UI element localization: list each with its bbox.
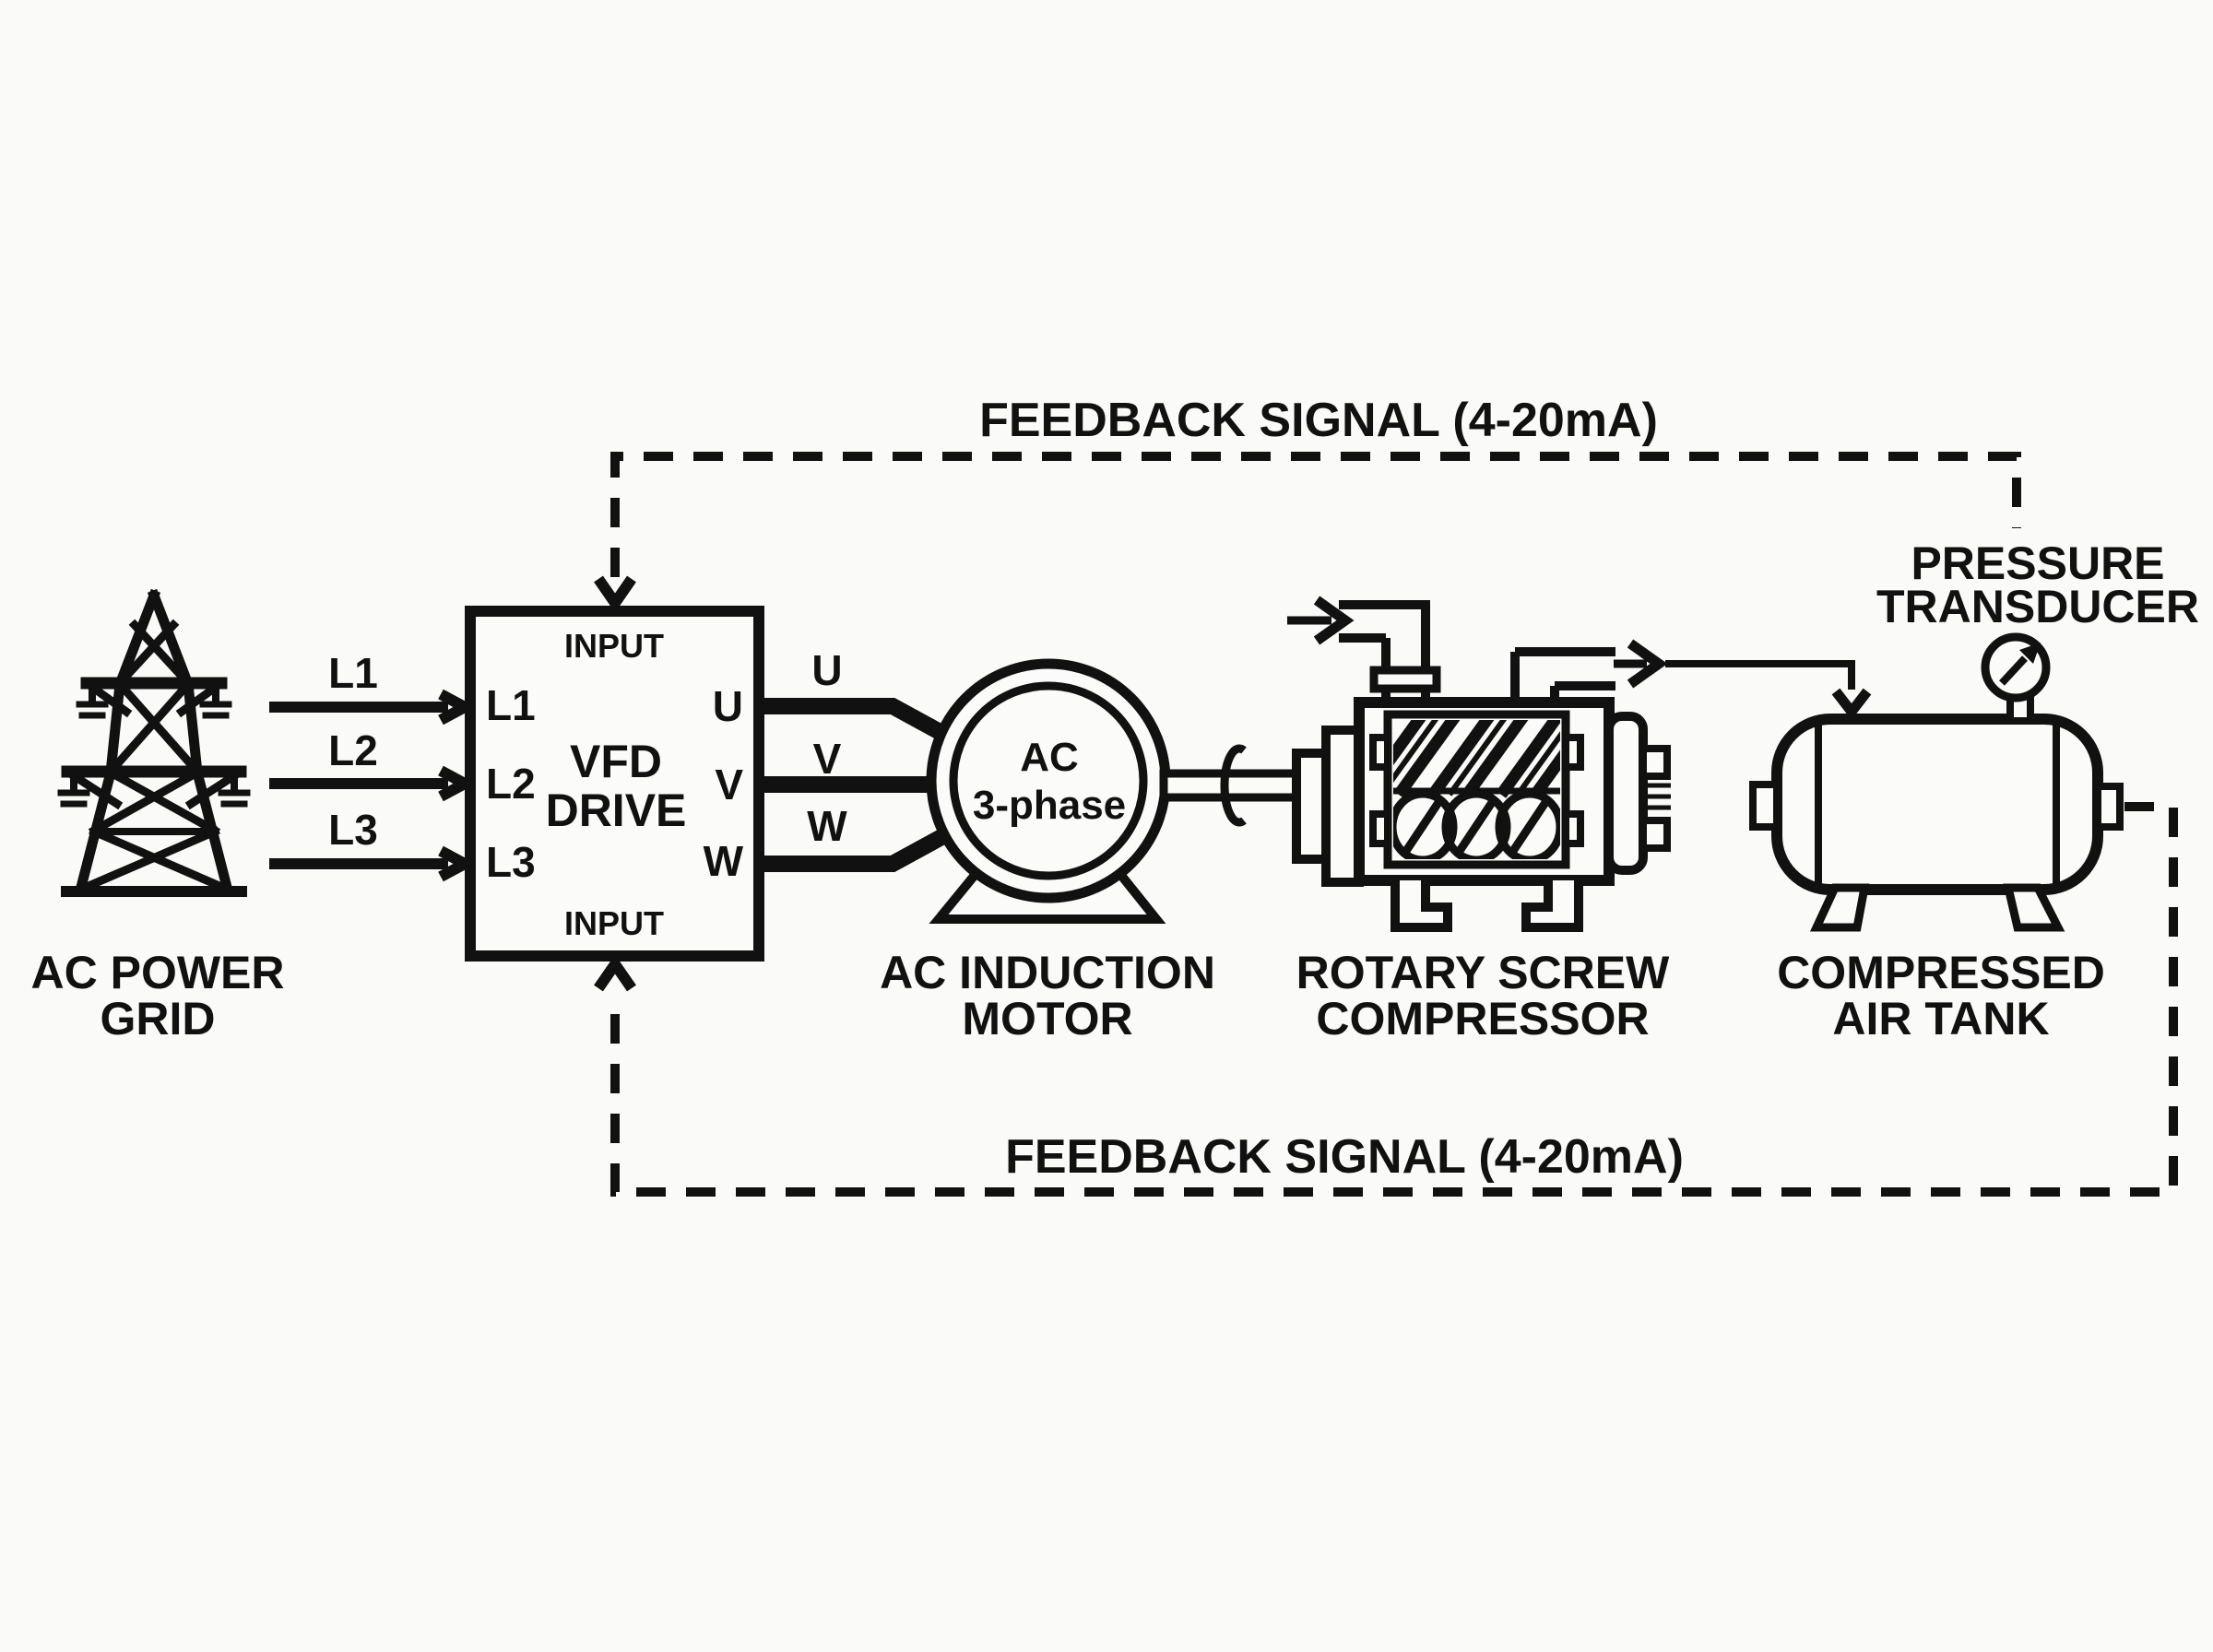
vfd-name-line1: VFD xyxy=(570,736,662,787)
power-grid-label-line2: GRID xyxy=(101,993,216,1044)
air-tank-icon xyxy=(1749,632,2124,932)
feedback-top-dashed-line xyxy=(610,452,2021,577)
compressor-label: ROTARY SCREW COMPRESSOR xyxy=(1296,947,1670,1044)
feedback-bottom-label: FEEDBACK SIGNAL (4-20mA) xyxy=(1005,1130,1684,1184)
motor-wires: U V W xyxy=(759,646,956,872)
arrow-down-into-vfd-icon xyxy=(594,575,636,613)
vfd-input-bottom-label: INPUT xyxy=(564,904,664,942)
pressure-gauge-icon xyxy=(1981,632,2051,725)
inlet-pipe-flange xyxy=(1369,666,1441,693)
tank-foot-left xyxy=(1809,883,1870,932)
supply-line-l1-label: L1 xyxy=(328,649,378,697)
tank-shell xyxy=(1771,714,2103,895)
power-grid-label-line1: AC POWER xyxy=(31,947,285,998)
power-grid-label: AC POWER GRID xyxy=(31,947,285,1044)
insulator-icons xyxy=(57,679,251,808)
vfd-drive-block: INPUT INPUT L1 L2 L3 VFD DRIVE U V W xyxy=(465,606,764,962)
discharge-line xyxy=(1665,660,1872,720)
outlet-pipe-icon xyxy=(1510,647,1615,702)
tank-label: COMPRESSED AIR TANK xyxy=(1777,947,2105,1044)
screw-rotors-icon xyxy=(1393,720,1560,859)
motor-face-line1: AC xyxy=(1020,735,1079,780)
wire-w-label: W xyxy=(807,802,847,850)
transducer-label-line1: PRESSURE xyxy=(1911,537,2164,589)
wire-u-label: U xyxy=(811,646,842,694)
gauge-needle-tip xyxy=(2019,643,2041,664)
supply-lines: L1 L2 L3 xyxy=(269,649,477,882)
outlet-flow-arrow xyxy=(1614,639,1668,689)
feedback-loop-bottom: FEEDBACK SIGNAL (4-20mA) xyxy=(594,802,2178,1197)
vfd-terminal-v: V xyxy=(715,761,743,808)
vfd-terminal-u: U xyxy=(713,682,743,730)
vfd-box xyxy=(465,606,764,962)
motor-icon: AC 3-phase xyxy=(926,658,1303,924)
discharge-pipe-line xyxy=(1665,660,1855,690)
tank-label-line1: COMPRESSED xyxy=(1777,947,2105,998)
tank-foot-right xyxy=(2003,883,2065,932)
compressor-foot-right xyxy=(1521,880,1583,932)
vfd-terminal-w: W xyxy=(704,837,744,885)
inlet-pipe-icon xyxy=(1339,600,1441,702)
arrow-right-icon xyxy=(1627,639,1668,689)
motor-label-line2: MOTOR xyxy=(962,993,1132,1044)
compressor-foot-left xyxy=(1391,880,1452,932)
compressor-end-cap xyxy=(1604,712,1648,875)
feedback-bottom-dashed-line xyxy=(610,802,2178,1197)
transducer-label-line2: TRANSDUCER xyxy=(1876,581,2199,632)
motor-label: AC INDUCTION MOTOR xyxy=(880,947,1215,1044)
compressor-label-line1: ROTARY SCREW xyxy=(1296,947,1670,998)
motor-face-line2: 3-phase xyxy=(973,783,1126,828)
rotor-window-tabs xyxy=(1369,734,1584,847)
vfd-terminal-l3: L3 xyxy=(486,838,536,886)
arrow-down-icon xyxy=(1831,688,1872,720)
supply-line-l3-label: L3 xyxy=(328,806,378,854)
feedback-top-label: FEEDBACK SIGNAL (4-20mA) xyxy=(979,394,1658,447)
end-cap-fins xyxy=(1639,745,1671,852)
inlet-flow-arrow xyxy=(1287,596,1355,645)
motor-shaft xyxy=(1159,769,1303,802)
feedback-loop-top: FEEDBACK SIGNAL (4-20mA) xyxy=(594,394,2021,613)
vfd-terminal-l1: L1 xyxy=(486,681,536,729)
shaft-rotation-arc-icon xyxy=(1220,744,1247,827)
transducer-label: PRESSURE TRANSDUCER xyxy=(1876,537,2199,632)
compressor-label-line2: COMPRESSOR xyxy=(1316,993,1649,1044)
motor-inner-shell xyxy=(949,681,1148,880)
wire-v-label: V xyxy=(813,735,842,783)
tank-nozzle-right xyxy=(2094,783,2124,831)
motor-outer-shell xyxy=(926,658,1171,903)
motor-label-line1: AC INDUCTION xyxy=(880,947,1215,998)
vfd-input-top-label: INPUT xyxy=(564,627,664,665)
tank-label-line2: AIR TANK xyxy=(1832,993,2049,1044)
compressor-icon xyxy=(1287,596,1671,932)
supply-line-l2-label: L2 xyxy=(328,726,378,774)
vfd-terminal-l2: L2 xyxy=(486,760,536,808)
transmission-tower-icon xyxy=(57,588,251,897)
vfd-name-line2: DRIVE xyxy=(546,785,687,836)
arrow-right-icon xyxy=(1313,596,1355,645)
gauge-needle xyxy=(1999,655,2028,686)
tank-nozzle-left xyxy=(1749,781,1781,831)
arrow-up-into-vfd-icon xyxy=(594,954,636,992)
